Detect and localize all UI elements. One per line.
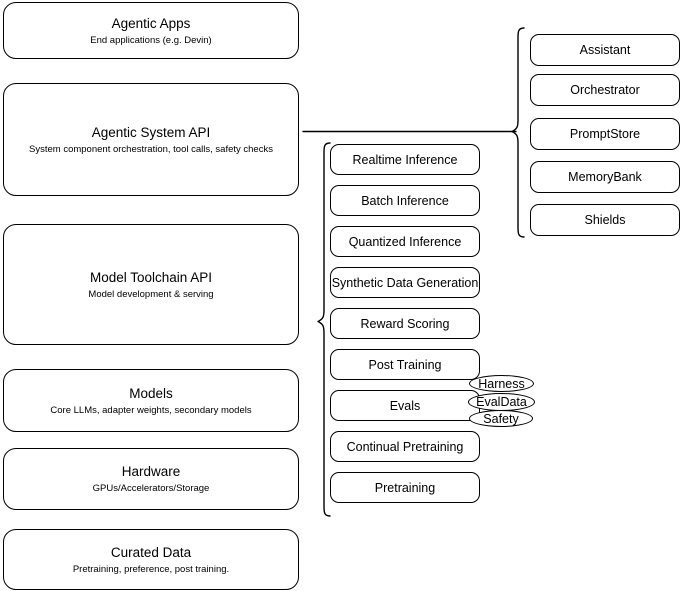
- component-label: MemoryBank: [568, 170, 642, 184]
- brace-toolchain-capabilities: [317, 142, 331, 517]
- component-label: PromptStore: [569, 127, 641, 141]
- capability-label: Realtime Inference: [352, 152, 458, 167]
- component-orchestrator[interactable]: Orchestrator: [530, 74, 680, 106]
- capability-batch-inference[interactable]: Batch Inference: [330, 185, 480, 216]
- capability-reward-scoring[interactable]: Reward Scoring: [330, 308, 480, 339]
- layer-subtitle: Model development & serving: [88, 288, 214, 300]
- layer-agentic-apps[interactable]: Agentic Apps End applications (e.g. Devi…: [3, 2, 299, 59]
- layer-title: Model Toolchain API: [89, 269, 213, 285]
- component-promptstore[interactable]: PromptStore: [530, 118, 680, 150]
- capability-label: Post Training: [368, 357, 442, 372]
- capability-evals[interactable]: Evals: [330, 390, 480, 421]
- eval-pill-label: EvalData: [476, 395, 527, 409]
- capability-label: Continual Pretraining: [346, 439, 464, 454]
- eval-pill-label: Harness: [478, 376, 525, 391]
- layer-subtitle: Pretraining, preference, post training.: [72, 563, 230, 575]
- capability-label: Evals: [389, 398, 421, 413]
- capability-post-training[interactable]: Post Training: [330, 349, 480, 380]
- layer-subtitle: GPUs/Accelerators/Storage: [92, 483, 210, 494]
- capability-label: Reward Scoring: [360, 316, 450, 331]
- layer-title: Models: [129, 385, 173, 401]
- capability-label: Quantized Inference: [348, 234, 462, 249]
- layer-title: Curated Data: [110, 544, 192, 560]
- eval-pill-evaldata[interactable]: EvalData: [468, 393, 535, 411]
- capability-label: Pretraining: [374, 480, 436, 495]
- capability-continual-pretraining[interactable]: Continual Pretraining: [330, 431, 480, 462]
- brace-system-components: [511, 27, 525, 238]
- layer-subtitle: System component orchestration, tool cal…: [29, 143, 273, 155]
- layer-models[interactable]: Models Core LLMs, adapter weights, secon…: [3, 369, 299, 432]
- capability-quantized-inference[interactable]: Quantized Inference: [330, 226, 480, 257]
- component-label: Shields: [584, 213, 626, 227]
- capability-label: Synthetic Data Generation: [331, 275, 479, 290]
- capability-synthetic-data-generation[interactable]: Synthetic Data Generation: [330, 267, 480, 298]
- layer-subtitle: End applications (e.g. Devin): [90, 34, 212, 46]
- capability-pretraining[interactable]: Pretraining: [330, 472, 480, 503]
- component-memorybank[interactable]: MemoryBank: [530, 161, 680, 193]
- eval-pill-safety[interactable]: Safety: [469, 410, 533, 427]
- component-shields[interactable]: Shields: [530, 204, 680, 236]
- eval-pill-harness[interactable]: Harness: [469, 375, 534, 392]
- layer-title: Agentic Apps: [111, 15, 191, 31]
- capability-label: Batch Inference: [361, 193, 449, 208]
- component-label: Orchestrator: [570, 83, 640, 97]
- layer-title: Hardware: [121, 464, 181, 479]
- layer-title: Agentic System API: [91, 124, 211, 140]
- layer-agentic-system-api[interactable]: Agentic System API System component orch…: [3, 83, 299, 196]
- layer-subtitle: Core LLMs, adapter weights, secondary mo…: [50, 404, 252, 416]
- layer-hardware[interactable]: Hardware GPUs/Accelerators/Storage: [3, 448, 299, 510]
- component-assistant[interactable]: Assistant: [530, 34, 680, 66]
- eval-pill-label: Safety: [483, 411, 519, 426]
- layer-model-toolchain-api[interactable]: Model Toolchain API Model development & …: [3, 224, 299, 345]
- capability-realtime-inference[interactable]: Realtime Inference: [330, 144, 480, 175]
- layer-curated-data[interactable]: Curated Data Pretraining, preference, po…: [3, 529, 299, 590]
- component-label: Assistant: [579, 43, 631, 57]
